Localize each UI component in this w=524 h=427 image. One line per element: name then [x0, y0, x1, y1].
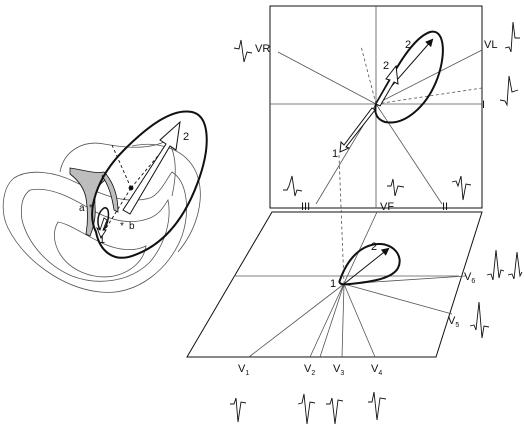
waveform-vr — [233, 39, 253, 63]
lead-label-v6: V6 — [464, 271, 475, 285]
lead-label-v4: V4 — [371, 363, 382, 377]
heart-open-arrow-1 — [96, 217, 108, 239]
heart-vector-loop — [91, 110, 208, 259]
heart-star-b: * — [120, 221, 124, 232]
lead-label-v2: V2 — [304, 363, 315, 377]
waveform-vl — [504, 21, 520, 53]
heart-label-b: b — [129, 221, 135, 232]
waveform-vf — [387, 178, 405, 197]
frontal-vector-loop — [374, 30, 444, 124]
dashed-spatial-axis — [360, 45, 377, 105]
lead-label-v1: V1 — [238, 363, 249, 377]
dashed-link-to-frontal — [338, 154, 345, 285]
lead-label-v3: V3 — [333, 363, 344, 377]
lead-label-vl: VL — [484, 39, 497, 51]
heart-label-1: 1 — [99, 234, 105, 246]
waveform-v6-a — [486, 249, 505, 281]
waveform-v1 — [230, 397, 247, 423]
horizontal-plane: 2 1 V1 V2 V3 V4 V5 V6 — [186, 154, 483, 377]
frontal-label-1: 1 — [332, 148, 338, 160]
lead-axis-ii — [375, 103, 443, 205]
lead-axis-v1 — [248, 283, 345, 358]
waveform-i — [499, 75, 519, 107]
horizontal-label-2: 2 — [371, 241, 377, 253]
frontal-open-arrow-2 — [375, 64, 399, 107]
horizontal-vector-loop — [338, 242, 401, 286]
lead-axis-v2 — [319, 283, 345, 358]
lead-axis-v3 — [341, 283, 345, 358]
heart-dashed-axis-3 — [99, 187, 132, 239]
lead-label-vf: VF — [380, 201, 394, 213]
heart-sketch: 2 1 a * * b — [2, 110, 208, 293]
horizontal-vector-2-arrow — [343, 247, 390, 285]
waveform-v6-b — [507, 251, 523, 280]
lead-axis-v5 — [343, 283, 453, 315]
lead-axis-vr — [277, 51, 377, 105]
waveform-ii — [451, 175, 472, 201]
frontal-label-2-outer: 2 — [405, 39, 411, 51]
frontal-plane-frame — [269, 5, 483, 209]
heart-top-contour — [59, 139, 176, 197]
lead-label-ii: II — [442, 201, 448, 213]
horizontal-label-1: 1 — [330, 278, 336, 290]
waveform-iii — [283, 175, 303, 197]
frontal-plane: VR VL I III VF II 2 2 1 — [255, 5, 497, 213]
lead-label-iii: III — [301, 201, 310, 213]
waveform-v3 — [326, 397, 344, 425]
precordial-waveforms — [230, 249, 523, 425]
heart-dashed-axis-2 — [111, 144, 132, 189]
lead-label-v5: V5 — [448, 315, 459, 329]
waveform-v2 — [297, 393, 316, 425]
lead-axis-i — [375, 87, 483, 105]
heart-inner-contour — [54, 221, 147, 278]
horizontal-plane-frame — [186, 211, 483, 358]
conduction-branch — [101, 173, 119, 213]
heart-star-a: * — [89, 203, 93, 214]
lead-label-i: I — [482, 99, 485, 111]
frontal-open-arrow-1 — [339, 107, 376, 153]
heart-right-contour — [131, 143, 201, 253]
frontal-waveforms — [233, 21, 520, 201]
heart-open-arrow-2 — [122, 120, 181, 215]
heart-initial-loop — [97, 207, 110, 231]
lead-axis-vl — [375, 49, 483, 105]
heart-label-2: 2 — [183, 131, 189, 143]
waveform-v4 — [368, 391, 387, 421]
waveform-v5 — [469, 301, 490, 339]
lead-label-vr: VR — [255, 43, 270, 55]
lead-axis-v4 — [343, 283, 376, 358]
frontal-label-2-inner: 2 — [383, 60, 389, 72]
heart-label-a: a — [79, 203, 85, 214]
heart-origin-dot — [128, 185, 134, 191]
